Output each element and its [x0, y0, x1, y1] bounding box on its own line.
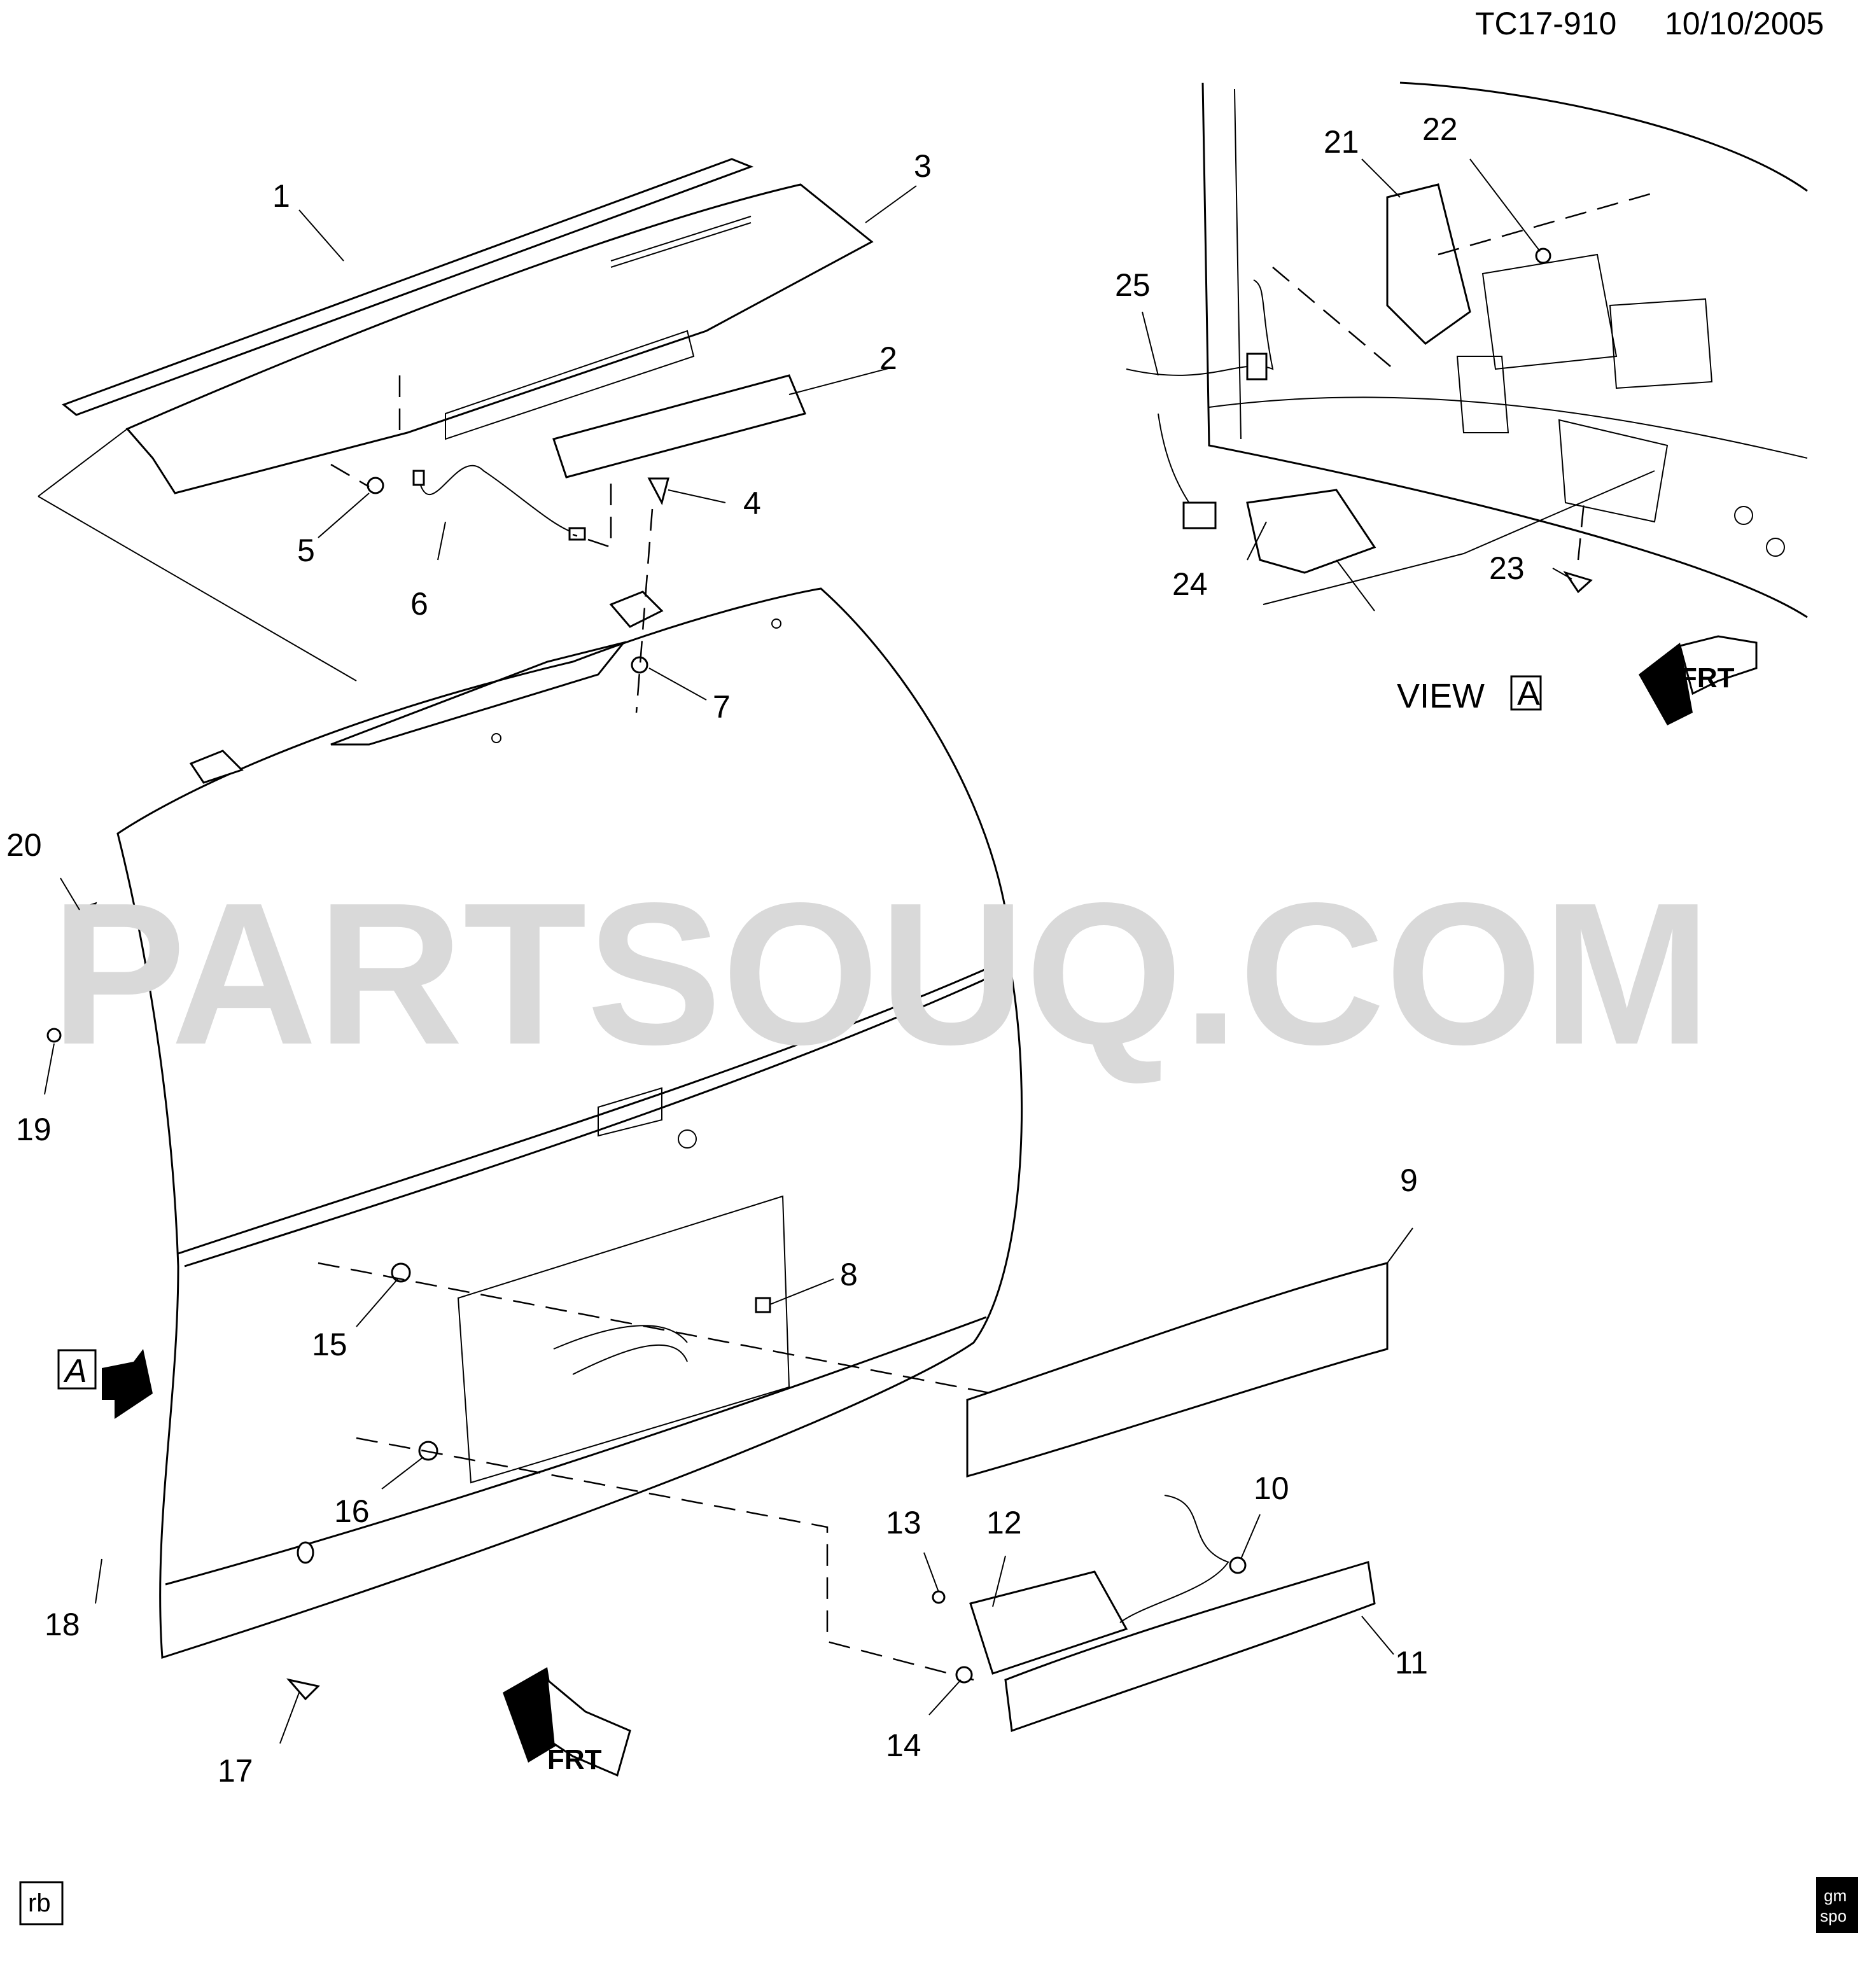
- callout-6: 6: [410, 586, 428, 622]
- callout-11: 11: [1395, 1645, 1428, 1680]
- callout-7: 7: [713, 689, 731, 725]
- callout-2: 2: [879, 340, 897, 376]
- callout-16: 16: [334, 1493, 370, 1529]
- hinge-left: [189, 750, 244, 784]
- callout-labels: 1 2 3 4 5 6 7 8 9 10 11 12 13 14 15 16 1…: [6, 111, 1525, 1789]
- part-24-motor: [1246, 489, 1376, 574]
- svg-text:spo: spo: [1820, 1906, 1847, 1925]
- callout-10: 10: [1254, 1471, 1289, 1506]
- callout-14: 14: [886, 1728, 921, 1763]
- part-11-handle: [1004, 1561, 1376, 1733]
- callout-25: 25: [1115, 267, 1151, 303]
- corner-box-left: [19, 1881, 64, 1925]
- part-22-bolt: [1535, 248, 1551, 264]
- spoiler-group: [61, 158, 874, 548]
- part-5-grommet: [367, 477, 384, 494]
- svg-text:FRT: FRT: [547, 1744, 602, 1775]
- svg-text:A: A: [63, 1353, 87, 1390]
- part-6-harness: [419, 465, 580, 535]
- part-4-clip: [647, 477, 669, 506]
- front-arrow-bottom: FRT: [503, 1667, 631, 1777]
- part-25-harness: [1126, 279, 1274, 522]
- view-a-arrow: A: [57, 1349, 153, 1419]
- liftgate-group: [38, 428, 1023, 1659]
- callout-4: 4: [743, 486, 761, 521]
- part-3-spoiler: [125, 183, 874, 494]
- callout-1: 1: [272, 178, 290, 214]
- part-9-applique: [966, 1262, 1389, 1477]
- part-12-switch: [969, 1570, 1128, 1675]
- diagram-date: 10/10/2005: [1665, 6, 1824, 41]
- callout-22: 22: [1422, 111, 1458, 147]
- liftgate-outline: [116, 587, 1023, 1659]
- callout-15: 15: [312, 1327, 347, 1362]
- callout-18: 18: [45, 1607, 80, 1642]
- part-19-bumper: [46, 1028, 62, 1043]
- part-13-screw: [932, 1590, 946, 1604]
- part-21-latch: [1386, 183, 1471, 345]
- view-letter: A: [1517, 674, 1540, 713]
- front-arrow-top: FRT: [1639, 635, 1758, 725]
- part-15-grommet: [391, 1262, 411, 1283]
- callout-5: 5: [297, 533, 315, 568]
- callout-19: 19: [16, 1112, 52, 1147]
- corner-text-left: rb: [28, 1889, 51, 1917]
- part-16-grommet: [418, 1441, 438, 1461]
- callout-24: 24: [1172, 566, 1208, 602]
- watermark: PARTSOUQ.COM: [51, 861, 1711, 1087]
- part-10-harness: [1119, 1495, 1229, 1623]
- leader-lines: [44, 158, 1572, 1744]
- part-2-lamp: [552, 374, 807, 479]
- view-a-detail: [1126, 81, 1808, 618]
- svg-text:gm: gm: [1824, 1886, 1847, 1905]
- part-18-grommet: [297, 1541, 314, 1564]
- callout-9: 9: [1400, 1163, 1418, 1198]
- part-1-molding: [61, 158, 754, 416]
- gm-spo-logo: [1816, 1877, 1858, 1933]
- callout-13: 13: [886, 1505, 921, 1540]
- part-20-bolt: [74, 902, 97, 925]
- callout-3: 3: [914, 148, 932, 184]
- callout-8: 8: [840, 1257, 858, 1292]
- part-23-bolt: [1563, 571, 1593, 594]
- svg-text:FRT: FRT: [1680, 662, 1735, 694]
- hinge-right: [609, 590, 664, 628]
- diagram-code: TC17-910: [1475, 6, 1616, 41]
- callout-21: 21: [1324, 124, 1359, 160]
- part-8-clip: [755, 1297, 771, 1313]
- view-letter-box: [1510, 675, 1542, 711]
- callout-20: 20: [6, 827, 42, 863]
- callout-12: 12: [986, 1505, 1022, 1540]
- part-14-grommet: [955, 1666, 973, 1684]
- part-17-clip: [286, 1678, 321, 1701]
- callout-23: 23: [1489, 550, 1525, 586]
- part-7-grommet: [631, 656, 648, 674]
- view-label: VIEW: [1397, 677, 1485, 715]
- callout-17: 17: [218, 1753, 253, 1789]
